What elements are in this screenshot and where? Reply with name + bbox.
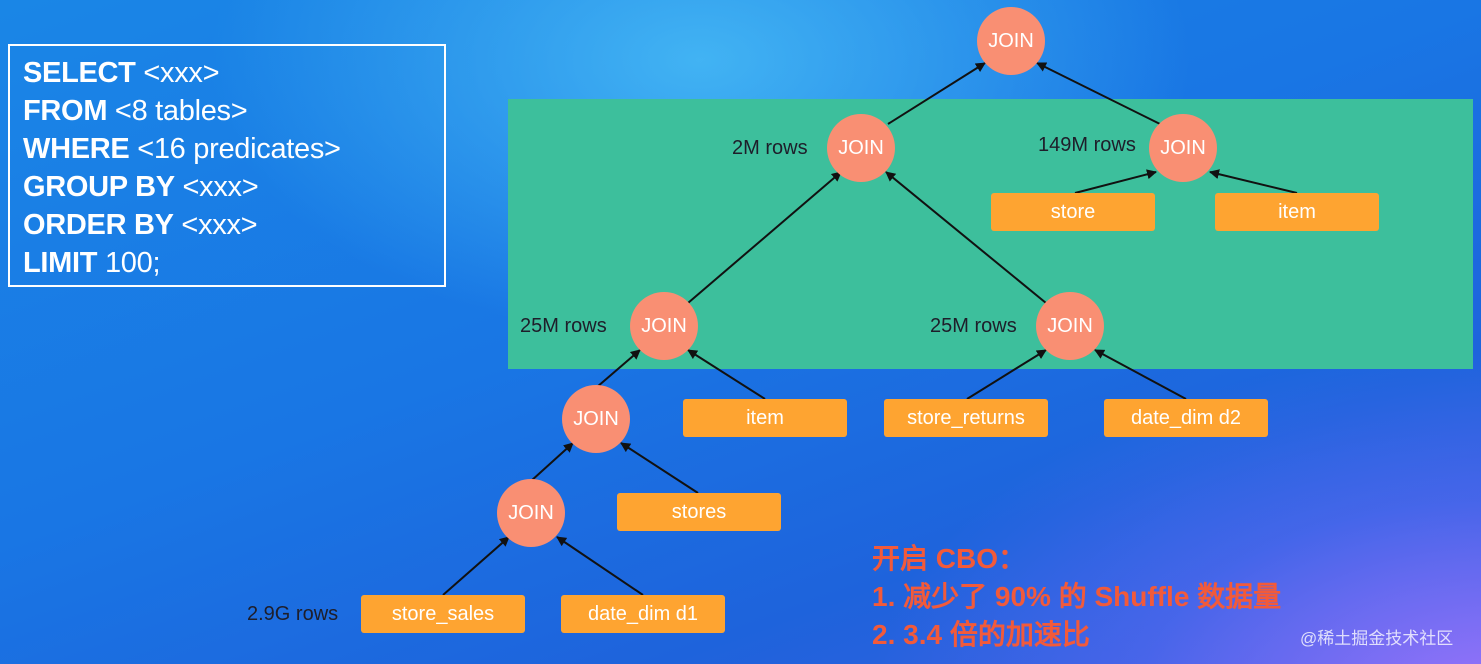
join-node-3: JOIN <box>562 385 630 453</box>
sql-line-group-by: GROUP BY <xxx> <box>23 171 259 203</box>
sql-query-box: SELECT <xxx> FROM <8 tables> WHERE <16 p… <box>8 44 446 287</box>
row-count-2m: 2M rows <box>732 137 808 159</box>
edge-store-returns-to-25m-right <box>966 349 1047 400</box>
table-store: store <box>991 193 1155 231</box>
join-node-2m: JOIN <box>827 114 895 182</box>
watermark: @稀土掘金技术社区 <box>1300 629 1454 648</box>
sql-line-order-by: ORDER BY <xxx> <box>23 209 258 241</box>
row-count-25m-left: 25M rows <box>520 315 607 337</box>
sql-line-from: FROM <8 tables> <box>23 95 248 127</box>
sql-line-limit: LIMIT 100; <box>23 247 161 279</box>
join-node-25m-left: JOIN <box>630 292 698 360</box>
row-count-149m: 149M rows <box>1038 134 1136 156</box>
edge-date-dim-d2-to-25m-right <box>1094 349 1187 400</box>
cbo-title: 开启 CBO： <box>872 543 1027 574</box>
edge-store-sales-to-join4 <box>442 536 510 596</box>
cbo-summary: 开启 CBO： 1. 减少了 90% 的 Shuffle 数据量 2. 3.4 … <box>872 540 1281 654</box>
edge-item-to-149m <box>1209 169 1298 194</box>
join-node-25m-right: JOIN <box>1036 292 1104 360</box>
table-store-sales: store_sales <box>361 595 525 633</box>
join-node-root: JOIN <box>977 7 1045 75</box>
row-count-store-sales: 2.9G rows <box>247 603 339 625</box>
edge-date-dim-d1-to-join4 <box>556 536 644 596</box>
row-count-25m-right: 25M rows <box>930 315 1017 337</box>
edge-2m-to-root <box>887 62 986 125</box>
table-item-right: item <box>1215 193 1379 231</box>
cbo-point-shuffle-reduction: 1. 减少了 90% 的 Shuffle 数据量 <box>872 581 1282 612</box>
edge-join4-to-join3 <box>530 442 574 482</box>
sql-line-where: WHERE <16 predicates> <box>23 133 341 165</box>
table-date-dim-d2: date_dim d2 <box>1104 399 1268 437</box>
edge-join3-to-25m-left <box>596 349 641 388</box>
table-date-dim-d1: date_dim d1 <box>561 595 725 633</box>
edge-store-to-149m <box>1074 169 1157 194</box>
edge-item-to-25m-left <box>687 349 766 400</box>
sql-line-select: SELECT <xxx> <box>23 57 220 89</box>
table-store-returns: store_returns <box>884 399 1048 437</box>
table-item-left: item <box>683 399 847 437</box>
table-stores: stores <box>617 493 781 531</box>
edge-stores-to-join3 <box>620 442 699 494</box>
cbo-point-speedup: 2. 3.4 倍的加速比 <box>872 619 1090 650</box>
join-node-4: JOIN <box>497 479 565 547</box>
edge-25m-right-to-2m <box>885 171 1047 304</box>
edge-149m-to-root <box>1036 62 1161 125</box>
edge-25m-left-to-2m <box>687 171 842 304</box>
join-node-149m: JOIN <box>1149 114 1217 182</box>
